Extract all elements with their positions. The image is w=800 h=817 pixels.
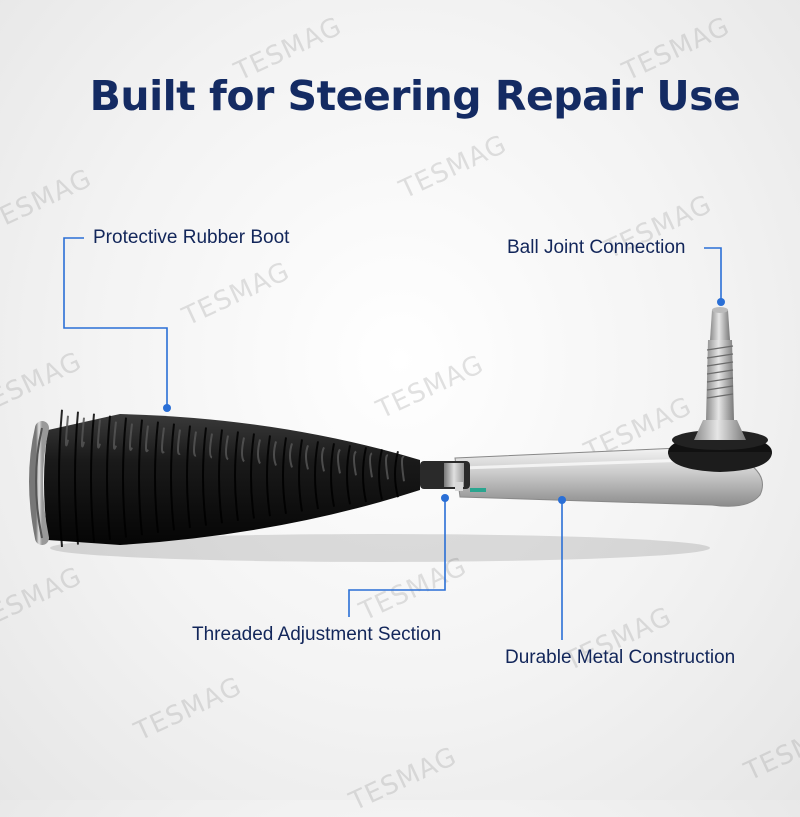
boot-rib xyxy=(154,421,159,533)
ball-joint-callout-dot xyxy=(717,298,725,306)
boot-rib-highlight xyxy=(193,431,197,457)
threaded-callout-line xyxy=(348,498,446,617)
boot-rib-highlight xyxy=(289,443,293,468)
boot-rib xyxy=(378,449,383,500)
ball-joint-callout-line xyxy=(704,247,722,302)
boot-rib-highlight xyxy=(401,455,405,482)
boot-rib-highlight xyxy=(273,441,277,466)
boot-rib-highlight xyxy=(129,423,133,451)
threaded-adjustment-section-label: Threaded Adjustment Section xyxy=(192,624,442,645)
boot-rib xyxy=(330,443,335,507)
boot-rib-highlight xyxy=(209,433,213,459)
threaded-callout-dot xyxy=(441,494,449,502)
boot-rib-highlight xyxy=(113,421,117,450)
boot-rib-highlight xyxy=(81,417,85,448)
boot-rib-highlight xyxy=(257,439,261,464)
boot-rib-highlight xyxy=(65,415,69,447)
boot-rib xyxy=(170,423,175,531)
metal-tie-rod-end xyxy=(454,307,772,507)
rubber-boot xyxy=(29,409,420,548)
boot-rib xyxy=(186,425,191,529)
boot-rib-highlight xyxy=(353,450,357,476)
boot-callout-line xyxy=(63,237,168,408)
boot-rib xyxy=(282,437,287,514)
tie-rod-illustration xyxy=(29,307,772,562)
boot-rib-highlight xyxy=(337,448,341,474)
boot-rib xyxy=(90,413,95,543)
boot-rib-highlight xyxy=(385,454,389,480)
boot-rib xyxy=(314,441,319,510)
ball-joint-connection-label: Ball Joint Connection xyxy=(507,237,686,258)
product-shadow xyxy=(50,534,710,562)
boot-rib-highlight xyxy=(321,446,325,472)
boot-rib xyxy=(106,415,111,540)
boot-rib xyxy=(250,433,255,519)
boot-rib-highlight xyxy=(177,429,181,455)
page-title: Built for Steering Repair Use xyxy=(89,72,741,120)
boot-rib xyxy=(218,429,223,524)
boot-callout-dot xyxy=(163,404,171,412)
boot-rib xyxy=(234,431,239,522)
boot-rib-highlight xyxy=(369,452,373,478)
boot-rib xyxy=(266,435,271,517)
boot-rib xyxy=(138,419,143,536)
boot-rib-highlight xyxy=(241,437,245,463)
protective-rubber-boot-label: Protective Rubber Boot xyxy=(93,227,290,248)
metal-callout-dot xyxy=(558,496,566,504)
threaded-section xyxy=(420,461,486,492)
boot-rib xyxy=(394,451,399,498)
callout-lines xyxy=(63,237,725,640)
boot-rib xyxy=(58,409,63,548)
boot-rib-highlight xyxy=(161,427,165,454)
boot-rib xyxy=(202,427,207,526)
boot-rib xyxy=(362,447,367,503)
boot-rib-highlight xyxy=(145,425,149,453)
boot-rib xyxy=(298,439,303,512)
boot-rib-highlight xyxy=(225,435,229,461)
boot-rib xyxy=(74,411,79,545)
boot-rib-highlight xyxy=(97,419,101,449)
durable-metal-construction-label: Durable Metal Construction xyxy=(505,647,736,668)
boot-rib-highlight xyxy=(305,445,309,470)
boot-rib xyxy=(122,417,127,538)
boot-rib xyxy=(346,445,351,505)
